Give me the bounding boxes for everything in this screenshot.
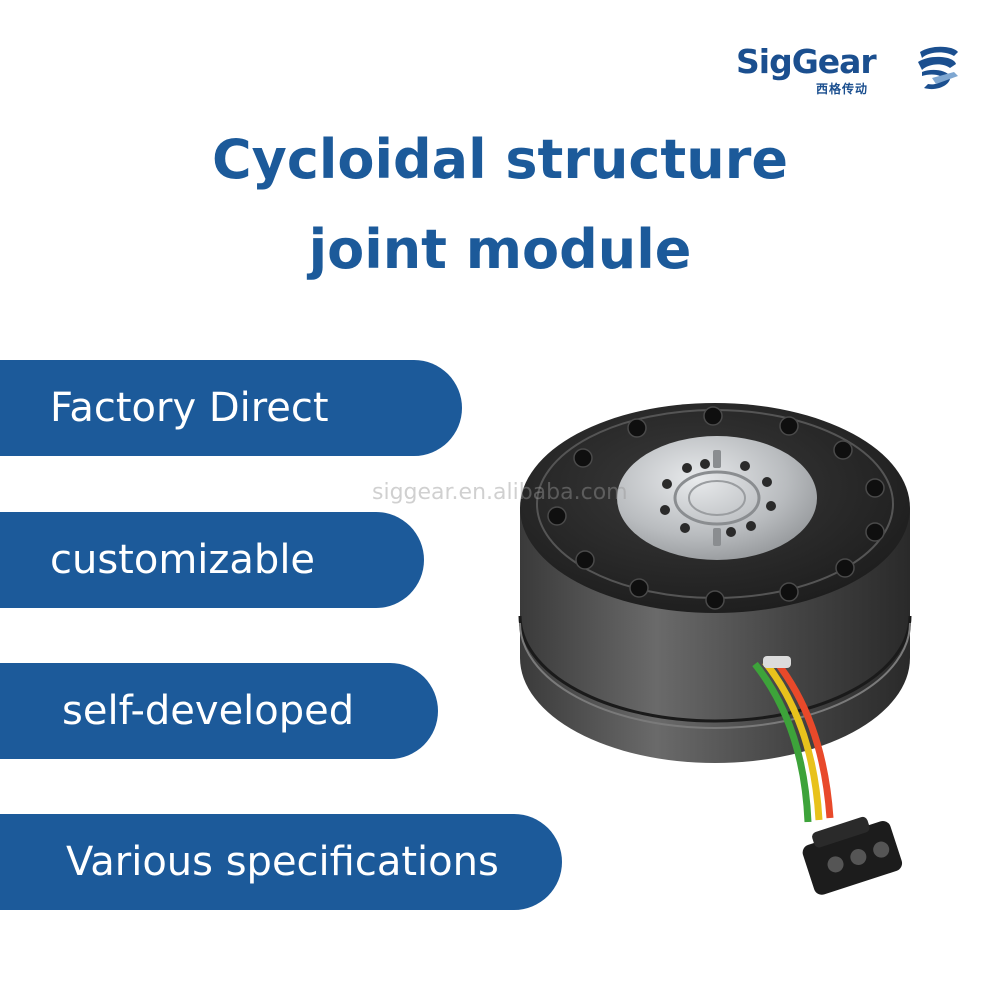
brand-mark-icon [918,46,958,90]
watermark-text: siggear.en.alibaba.com [372,480,628,505]
feature-label: Various specifications [66,839,499,885]
joint-module-image [518,403,912,895]
headline-line-1: Cycloidal structure [212,128,788,191]
feature-pill-self-developed: self-developed [0,663,438,759]
feature-label: self-developed [62,688,355,734]
siggear-logo: SigGear 西格传动 [736,40,958,100]
feature-pill-various-specifications: Various specifications [0,814,562,910]
feature-label: Factory Direct [50,385,329,431]
feature-pill-factory-direct: Factory Direct [0,360,462,456]
feature-label: customizable [50,537,316,583]
headline-line-2: joint module [308,218,692,281]
brand-name: SigGear [736,42,877,81]
feature-pill-customizable: customizable [0,512,424,608]
brand-subtitle: 西格传动 [816,82,869,96]
